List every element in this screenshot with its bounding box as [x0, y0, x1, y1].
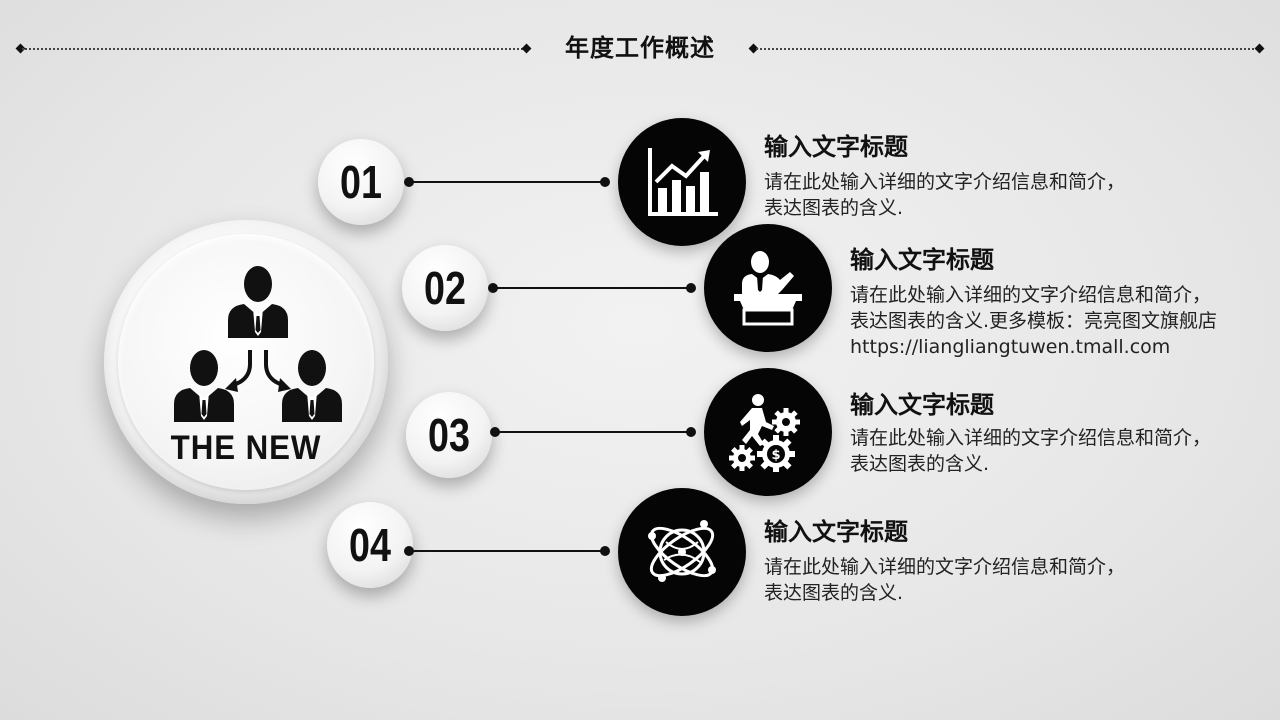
icon-circle-03: $	[704, 368, 832, 496]
runner-gears-icon: $	[729, 394, 800, 472]
number-label: 04	[349, 519, 391, 571]
team-icon	[174, 266, 342, 422]
header-left-inner-diamond	[521, 43, 532, 54]
header-right-dotted-line	[756, 48, 1258, 50]
item-desc-03: 请在此处输入详细的文字介绍信息和简介，表达图表的含义.	[850, 427, 1212, 475]
item-title-01: 输入文字标题	[764, 133, 908, 161]
header-left-dotted-line	[22, 48, 526, 50]
connector-line	[409, 181, 605, 183]
number-label: 02	[424, 262, 466, 314]
growth-chart-icon	[648, 148, 718, 216]
connector-line	[493, 287, 689, 289]
page-title: 年度工作概述	[565, 34, 715, 62]
center-circle: THE NEW	[104, 220, 388, 504]
item-title-02: 输入文字标题	[850, 246, 994, 274]
icon-circle-01	[618, 118, 746, 246]
item-desc-01: 请在此处输入详细的文字介绍信息和简介，表达图表的含义.	[764, 171, 1126, 219]
number-badge-04: 04	[327, 502, 413, 588]
icon-circle-04	[618, 488, 746, 616]
item-title-03: 输入文字标题	[850, 391, 994, 419]
number-label: 01	[340, 156, 382, 208]
number-badge-03: 03	[406, 392, 492, 478]
header-right-end-diamond	[1254, 43, 1265, 54]
number-badge-02: 02	[402, 245, 488, 331]
connector-dot	[686, 427, 696, 437]
item-desc-04: 请在此处输入详细的文字介绍信息和简介，表达图表的含义.	[764, 556, 1126, 604]
atom-globe-icon	[648, 520, 716, 582]
number-label: 03	[428, 409, 470, 461]
connector-dot	[600, 546, 610, 556]
icon-circle-02	[704, 224, 832, 352]
number-badge-01: 01	[318, 139, 404, 225]
connector-dot	[686, 283, 696, 293]
presenter-podium-icon	[734, 251, 802, 326]
connector-line	[409, 550, 605, 552]
connector-line	[495, 431, 689, 433]
item-desc-02: 请在此处输入详细的文字介绍信息和简介，表达图表的含义.更多模板：亮亮图文旗舰店h…	[850, 284, 1218, 358]
connector-dot	[600, 177, 610, 187]
item-title-04: 输入文字标题	[764, 518, 908, 546]
center-circle-inner: THE NEW	[118, 234, 374, 490]
center-label: THE NEW	[170, 429, 322, 467]
svg-text:$: $	[771, 448, 780, 463]
